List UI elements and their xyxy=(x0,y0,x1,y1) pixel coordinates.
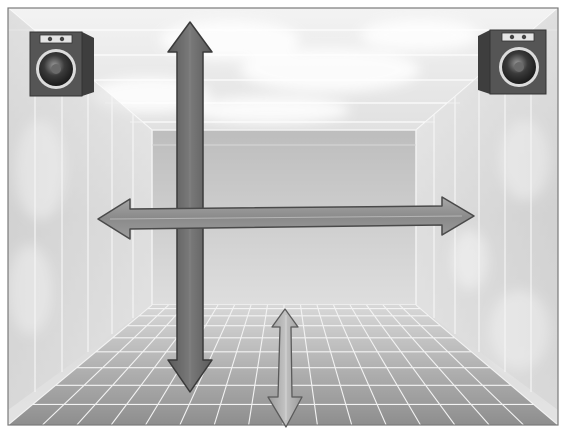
right-wall xyxy=(416,8,558,410)
frame-border xyxy=(7,7,559,426)
horizontal-axis-arrow xyxy=(97,196,475,240)
floor-grid-line xyxy=(8,304,153,425)
floor-grid-line xyxy=(399,304,525,425)
floor-grid-line xyxy=(76,304,186,425)
floor-grid-line xyxy=(366,304,456,425)
floor-grid-line xyxy=(248,304,269,425)
left-speaker xyxy=(29,31,94,97)
vertical-axis-arrow xyxy=(167,21,213,393)
tweeter-plate xyxy=(501,32,535,42)
ceiling-lines xyxy=(8,8,558,131)
right-speaker xyxy=(478,29,547,95)
floor-grid-line xyxy=(41,304,169,425)
depth-axis-arrow xyxy=(267,308,303,428)
floor-grid-line xyxy=(349,304,421,425)
tweeter-plate xyxy=(39,34,73,44)
left-wall xyxy=(8,8,152,410)
floor-grid-line xyxy=(299,304,318,425)
floor-grid-line xyxy=(316,304,353,425)
floor-grid-line xyxy=(382,304,490,425)
floor-grid-line xyxy=(332,304,387,425)
floor-grid-line xyxy=(213,304,252,425)
floor-grid-line xyxy=(415,304,558,425)
